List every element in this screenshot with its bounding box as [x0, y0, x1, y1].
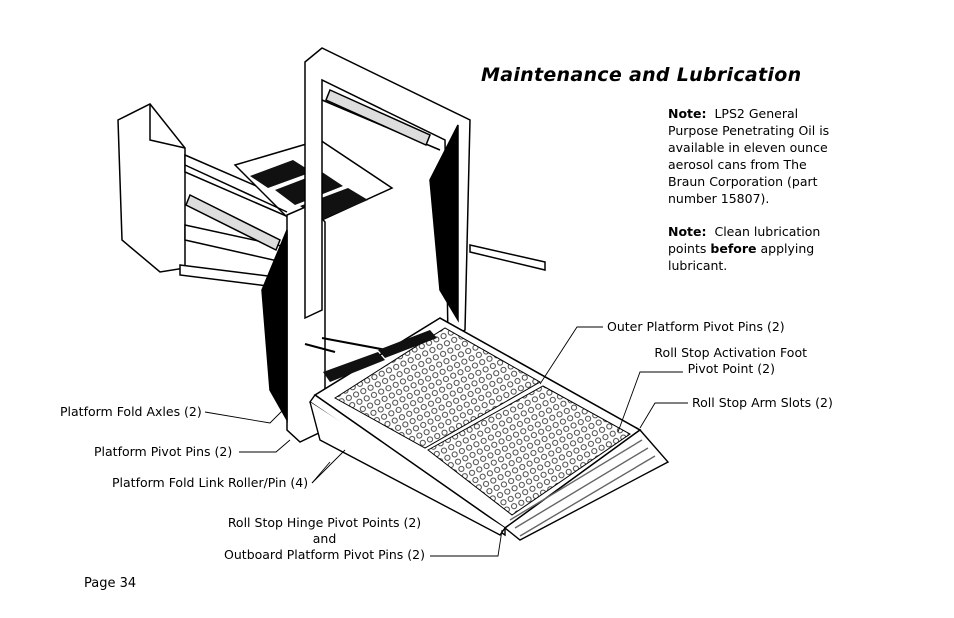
- cleaning-note: Note: Clean lubrication points before ap…: [668, 223, 843, 274]
- note-label: Note:: [668, 224, 707, 239]
- callout-line: Roll Stop Hinge Pivot Points (2): [227, 515, 422, 530]
- hydraulic-cylinders: [185, 88, 431, 252]
- callout-line: Pivot Point (2): [687, 361, 775, 376]
- page-title: Maintenance and Lubrication: [481, 64, 802, 86]
- note-text: LPS2 General Purpose Penetrating Oil is …: [668, 106, 830, 206]
- callout-platform-fold-axles: Platform Fold Axles (2): [60, 404, 202, 419]
- page-number: Page 34: [84, 576, 137, 591]
- callout-roll-stop-hinge: Roll Stop Hinge Pivot Points (2) and Out…: [222, 515, 427, 563]
- note-text-end: applying lubricant.: [668, 241, 815, 273]
- note-emphasis: before: [710, 241, 757, 256]
- callout-line: Outboard Platform Pivot Pins (2): [224, 547, 425, 562]
- callout-platform-fold-link-roller-pin: Platform Fold Link Roller/Pin (4): [112, 475, 309, 490]
- callout-platform-pivot-pins: Platform Pivot Pins (2): [94, 444, 233, 459]
- callout-line: and: [312, 531, 337, 546]
- lift-platform: [309, 317, 642, 537]
- lubricant-note: Note: LPS2 General Purpose Penetrating O…: [668, 105, 843, 207]
- callout-roll-stop-arm-slots: Roll Stop Arm Slots (2): [692, 395, 833, 410]
- callout-roll-stop-activation-foot: Roll Stop Activation Foot Pivot Point (2…: [650, 345, 807, 377]
- callout-line: Roll Stop Activation Foot: [654, 345, 807, 360]
- rear-mount-box: [117, 103, 186, 273]
- callout-outer-platform-pivot-pins: Outer Platform Pivot Pins (2): [607, 319, 785, 334]
- note-label: Note:: [668, 106, 707, 121]
- leader-lines: [204, 326, 688, 557]
- roll-stop-ramp: [503, 429, 670, 541]
- note-text: Clean lubrication points: [668, 224, 821, 256]
